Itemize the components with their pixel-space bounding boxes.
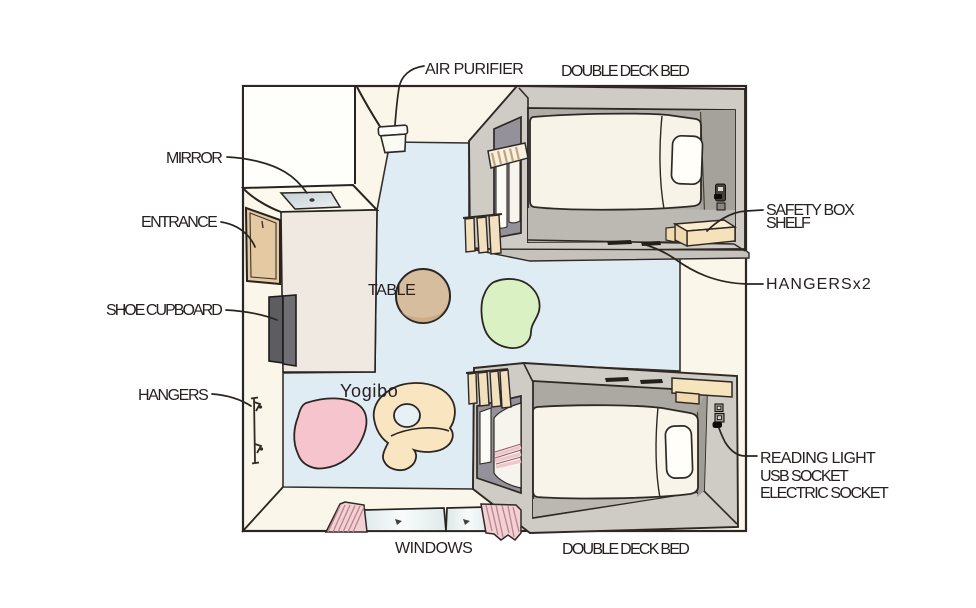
svg-text:WINDOWS: WINDOWS <box>395 540 473 557</box>
svg-text:SAFETY BOX: SAFETY BOX <box>766 202 855 219</box>
svg-text:DOUBLE DECK BED: DOUBLE DECK BED <box>561 63 690 80</box>
svg-text:Yogibo: Yogibo <box>340 381 398 401</box>
svg-text:DOUBLE DECK BED: DOUBLE DECK BED <box>562 541 690 558</box>
svg-text:HANGERSx2: HANGERSx2 <box>766 276 871 293</box>
svg-text:SHELF: SHELF <box>766 215 811 232</box>
svg-text:ELECTRIC SOCKET: ELECTRIC SOCKET <box>760 485 889 502</box>
svg-text:HANGERS: HANGERS <box>138 387 209 404</box>
svg-text:READING LIGHT: READING LIGHT <box>760 450 876 467</box>
svg-text:ENTRANCE: ENTRANCE <box>141 214 218 231</box>
svg-text:AIR PURIFIER: AIR PURIFIER <box>425 61 524 78</box>
svg-text:MIRROR: MIRROR <box>166 150 223 167</box>
svg-text:TABLE: TABLE <box>368 282 416 299</box>
svg-text:USB SOCKET: USB SOCKET <box>760 468 849 485</box>
svg-text:SHOE CUPBOARD: SHOE CUPBOARD <box>106 302 223 319</box>
